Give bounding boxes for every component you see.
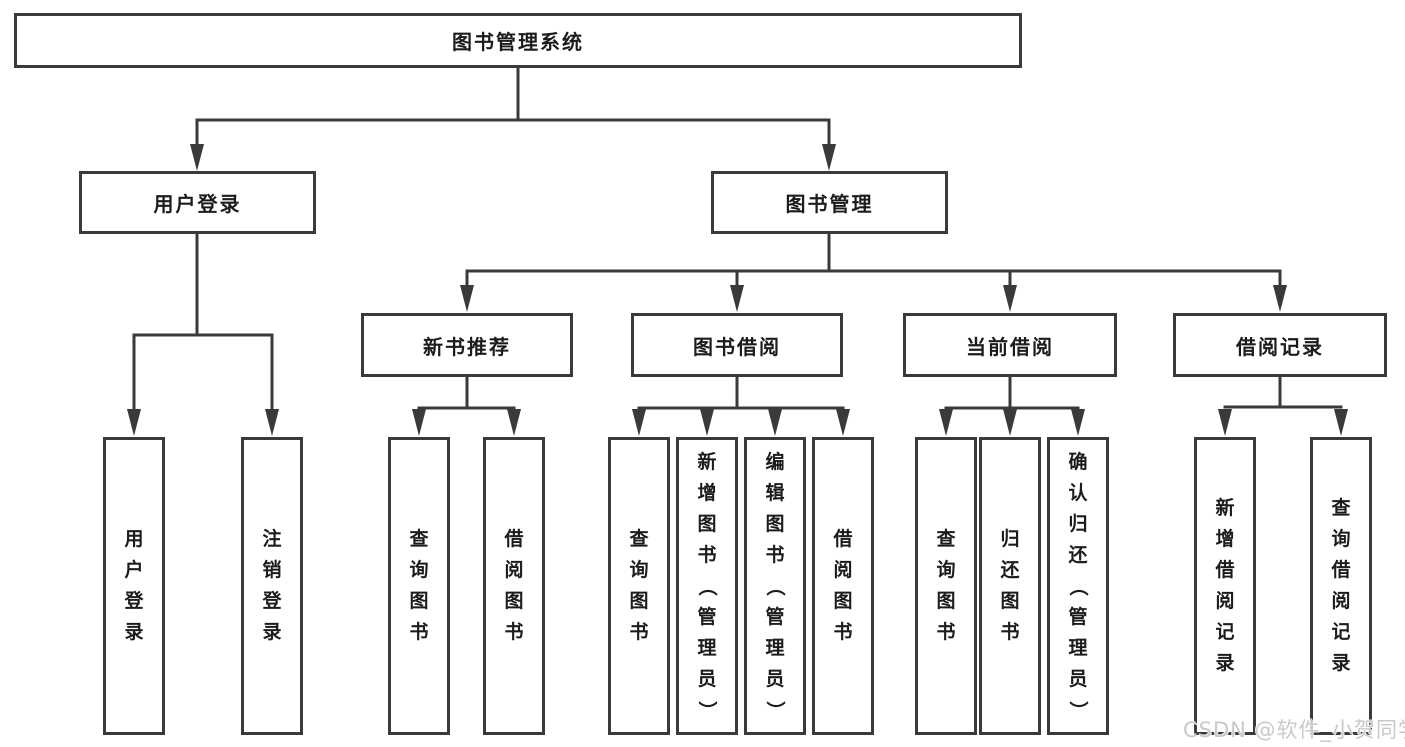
node-book-borrowing-label: 图书借阅 xyxy=(693,334,781,359)
node-user-login: 用户登录 xyxy=(79,171,316,234)
leaf-edit-books-admin: 编辑图书（管理员） xyxy=(744,437,806,735)
leaf-confirm-return-admin-label: 确认归还（管理员） xyxy=(1067,450,1090,720)
node-borrowing-records-label: 借阅记录 xyxy=(1236,334,1324,359)
node-new-book-recommend-label: 新书推荐 xyxy=(423,334,511,359)
node-new-book-recommend: 新书推荐 xyxy=(361,313,573,377)
leaf-add-borrow-record: 新增借阅记录 xyxy=(1194,437,1256,735)
node-book-borrowing: 图书借阅 xyxy=(631,313,843,377)
leaf-add-books-admin-label: 新增图书（管理员） xyxy=(696,450,719,720)
leaf-newbook-borrow-books-label: 借阅图书 xyxy=(504,528,524,643)
node-root-label: 图书管理系统 xyxy=(452,30,584,54)
leaf-query-borrow-record: 查询借阅记录 xyxy=(1310,437,1372,735)
leaf-newbook-query-books: 查询图书 xyxy=(388,437,450,735)
leaf-borrow-borrow-books-label: 借阅图书 xyxy=(833,528,853,643)
leaf-logout-label: 注销登录 xyxy=(262,528,282,643)
leaf-newbook-query-books-label: 查询图书 xyxy=(409,528,429,643)
leaf-user-login: 用户登录 xyxy=(103,437,165,735)
leaf-confirm-return-admin: 确认归还（管理员） xyxy=(1047,437,1109,735)
leaf-newbook-borrow-books: 借阅图书 xyxy=(483,437,545,735)
node-current-borrowing-label: 当前借阅 xyxy=(966,334,1054,359)
leaf-logout: 注销登录 xyxy=(241,437,303,735)
leaf-borrow-query-books-label: 查询图书 xyxy=(629,528,649,643)
node-current-borrowing: 当前借阅 xyxy=(903,313,1117,377)
node-user-login-label: 用户登录 xyxy=(153,192,242,216)
node-book-management: 图书管理 xyxy=(711,171,948,234)
leaf-borrow-query-books: 查询图书 xyxy=(608,437,670,735)
node-book-management-label: 图书管理 xyxy=(785,192,874,216)
node-root: 图书管理系统 xyxy=(14,13,1022,68)
leaf-current-query-books-label: 查询图书 xyxy=(936,528,956,643)
leaf-borrow-borrow-books: 借阅图书 xyxy=(812,437,874,735)
leaf-add-borrow-record-label: 新增借阅记录 xyxy=(1215,497,1235,674)
leaf-return-books: 归还图书 xyxy=(979,437,1041,735)
leaf-add-books-admin: 新增图书（管理员） xyxy=(676,437,738,735)
leaf-edit-books-admin-label: 编辑图书（管理员） xyxy=(764,450,787,720)
leaf-return-books-label: 归还图书 xyxy=(1000,528,1020,643)
leaf-query-borrow-record-label: 查询借阅记录 xyxy=(1331,497,1351,674)
watermark: CSDN @软件_小贺同学 xyxy=(1183,718,1405,742)
node-borrowing-records: 借阅记录 xyxy=(1173,313,1387,377)
leaf-user-login-label: 用户登录 xyxy=(124,528,144,643)
leaf-current-query-books: 查询图书 xyxy=(915,437,977,735)
